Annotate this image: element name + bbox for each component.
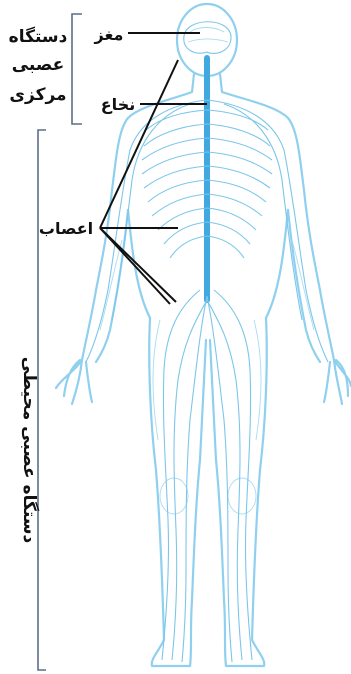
nerve-network — [86, 58, 328, 662]
cns-label-line1: دستگاه — [9, 26, 68, 47]
spinal-cord-label: نخاع — [101, 95, 135, 114]
left-hand — [56, 360, 92, 404]
leg-nerves — [162, 290, 252, 662]
cns-bracket — [72, 14, 82, 124]
cns-label-line2: عصبی — [12, 55, 65, 75]
nerves-leader-line-1 — [100, 60, 178, 228]
cns-label-line3: مرکزی — [9, 85, 66, 105]
brain-label: مغز — [94, 25, 124, 44]
nerves-leader-line-4 — [100, 228, 170, 304]
brain-folds — [188, 28, 228, 43]
nerves-label: اعصاب — [39, 219, 93, 238]
pns-label: دستگاه عصبی محیطی — [19, 357, 40, 544]
right-hand — [324, 360, 351, 404]
brain-shape — [184, 22, 231, 54]
right-knee — [228, 478, 256, 514]
